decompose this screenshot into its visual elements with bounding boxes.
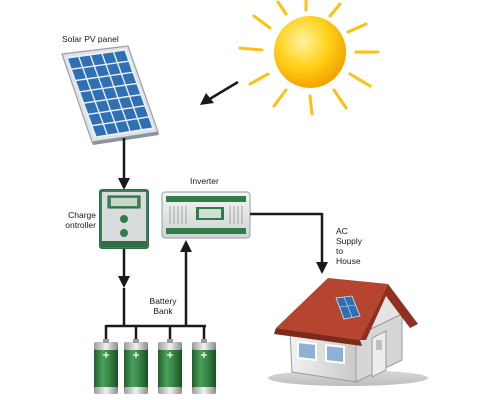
panel-cell: [95, 65, 109, 77]
house-icon: [268, 278, 428, 386]
panel-cell: [126, 84, 141, 96]
sun-icon: [238, 0, 380, 116]
panel-cell: [104, 122, 118, 135]
charge-controller-label: Charge ontroller: [65, 210, 96, 230]
panel-cell: [91, 53, 105, 66]
panel-cell: [114, 50, 129, 63]
panel-cell: [87, 78, 102, 90]
wire-panel-to-controller: [118, 138, 130, 190]
battery-icon: [192, 339, 216, 394]
panel-cell: [103, 87, 118, 99]
panel-cell: [107, 98, 122, 111]
sunlight-arrow: [200, 80, 239, 105]
battery-bus: [104, 324, 206, 342]
panel-cell: [88, 113, 103, 125]
inverter-label: Inverter: [190, 176, 219, 186]
panel-cell: [110, 74, 125, 87]
panel-cell: [122, 73, 137, 85]
panel-cell: [84, 102, 99, 114]
wire-inverter-to-house: [250, 212, 328, 274]
panel-cell: [138, 117, 153, 130]
panel-cell: [95, 100, 110, 112]
panel-cell: [102, 52, 117, 64]
solar-panel-icon: [61, 45, 159, 145]
charge-controller-icon: [99, 189, 149, 249]
battery-icon: [94, 339, 118, 394]
panel-cell: [67, 57, 82, 69]
panel-cell: [83, 66, 98, 79]
panel-cell: [92, 124, 107, 137]
panel-cell: [99, 76, 114, 88]
panel-cell: [106, 63, 121, 75]
panel-cell: [130, 95, 145, 107]
panel-cell: [111, 109, 126, 122]
panel-cell: [134, 106, 149, 118]
panel-cell: [115, 121, 130, 133]
panel-cell: [76, 79, 91, 92]
panel-cell: [123, 108, 137, 120]
panel-cell: [80, 90, 95, 103]
inverter-icon: [161, 191, 251, 239]
battery-bank: [94, 339, 216, 394]
panel-cell: [127, 119, 141, 131]
panel-cell: [72, 68, 86, 80]
ac-supply-label: AC Supply to House: [336, 226, 362, 266]
wire-battery-to-inverter: [180, 240, 192, 326]
panel-cell: [79, 55, 94, 67]
panel-cell: [114, 85, 129, 98]
panel-cell: [118, 97, 133, 109]
solar-panel-label: Solar PV panel: [62, 34, 119, 44]
panel-cell: [100, 111, 114, 124]
battery-icon: [124, 339, 148, 394]
panel-cell: [118, 61, 133, 74]
battery-bank-label: Battery Bank: [149, 296, 177, 316]
panel-cell: [91, 89, 106, 101]
battery-icon: [158, 339, 182, 394]
wire-controller-to-battery: [118, 249, 130, 326]
